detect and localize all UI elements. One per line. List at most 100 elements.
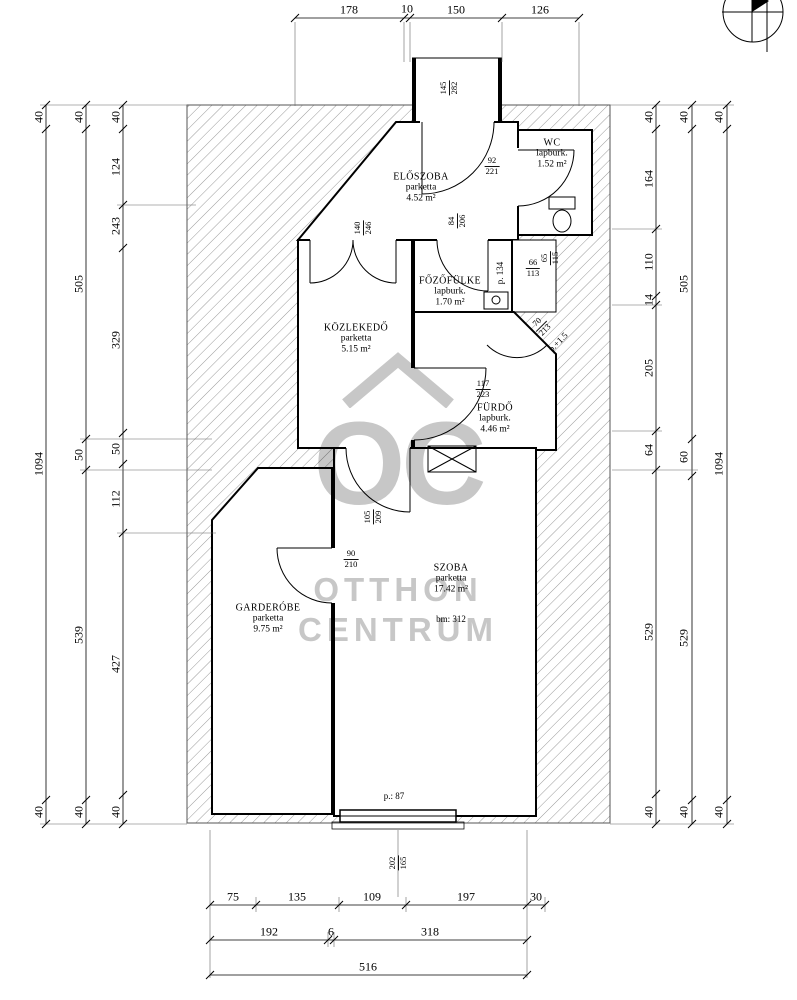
dim-label: 40: [71, 806, 86, 818]
dim-label: 505: [71, 275, 86, 293]
dim-label: 243: [108, 217, 123, 235]
room-floor: parketta: [435, 573, 467, 584]
dim-label: 135: [288, 889, 306, 904]
dim-label: 150: [447, 2, 465, 17]
watermark-logo: OC: [313, 398, 486, 530]
bath-unit: [427, 445, 477, 473]
room-name: SZOBA: [433, 562, 469, 574]
toilet: [548, 196, 576, 233]
dim-label: 124: [108, 158, 123, 176]
dim-label: 75: [227, 889, 239, 904]
dim-label: 40: [108, 111, 123, 123]
room-area: 4.52 m²: [406, 193, 436, 204]
dim-label: 427: [108, 655, 123, 673]
room-label-eloszoba: ELŐSZOBA parketta 4.52 m²: [393, 172, 448, 205]
room-garderobe-shape: [211, 467, 333, 815]
extension-lines: [40, 22, 734, 978]
dim-label: 40: [676, 111, 691, 123]
room-floor: lapburk.: [536, 148, 568, 159]
dim-label: 50: [108, 443, 123, 455]
watermark-line2: CENTRUM: [298, 611, 498, 648]
dim-label: 516: [359, 959, 377, 974]
room-name: FŐZŐFÜLKE: [419, 275, 481, 287]
room-floor: parketta: [252, 613, 284, 624]
dim-label: 40: [641, 111, 656, 123]
watermark: OC OTTHON CENTRUM: [298, 352, 498, 650]
watermark-line1: OTTHON: [313, 571, 483, 608]
kitchen-sink: [483, 291, 509, 310]
dim-label: 205: [641, 359, 656, 377]
dimension-lines: [45, 17, 728, 976]
dim-label: 10: [401, 1, 413, 16]
dim-label: 529: [676, 629, 691, 647]
dim-label: 164: [641, 170, 656, 188]
room-label-fozofulke: FŐZŐFÜLKE lapburk. 1.70 m²: [419, 276, 481, 309]
dim-label: 14: [641, 294, 656, 306]
dim-label: 192: [260, 924, 278, 939]
room-area: 5.15 m²: [341, 344, 371, 355]
room-kozlekedo-shape: [297, 239, 413, 449]
dim-label: 40: [711, 111, 726, 123]
entrance-vestibule: [412, 57, 502, 126]
dim-label: 40: [31, 806, 46, 818]
dim-label: 6: [328, 924, 334, 939]
room-floor: lapburk.: [434, 286, 466, 297]
room-fozofulke-shape: [413, 239, 513, 313]
dim-label: 529: [641, 623, 656, 641]
dim-parapet-134: p. 134: [495, 261, 505, 285]
dim-label: 64: [641, 444, 656, 456]
dim-label: 1094: [31, 452, 46, 476]
room-name: WC: [543, 137, 561, 149]
dim-label: 318: [421, 924, 439, 939]
dim-label: 178: [340, 2, 358, 17]
dim-label: 40: [676, 806, 691, 818]
dim-window-parapet: p.: 87: [383, 791, 405, 801]
dim-label: 40: [108, 806, 123, 818]
dim-label: 112: [108, 490, 123, 508]
room-floor: parketta: [340, 333, 372, 344]
dim-label: 1094: [711, 452, 726, 476]
room-height-szoba: bm: 312: [436, 614, 466, 624]
room-label-furdo: FÜRDŐ lapburk. 4.46 m²: [477, 403, 513, 436]
room-area: 17.42 m²: [433, 584, 468, 595]
door-swings: [276, 121, 575, 604]
fixtures: [427, 196, 576, 473]
room-name: GARDERÓBE: [235, 602, 301, 614]
dim-label: 329: [108, 331, 123, 349]
dim-label: 109: [363, 889, 381, 904]
room-area: 4.46 m²: [480, 424, 510, 435]
room-floor: lapburk.: [479, 413, 511, 424]
dim-label: 50: [71, 449, 86, 461]
room-szoba-shape: [333, 447, 537, 817]
dim-label: 40: [641, 806, 656, 818]
room-name: FÜRDŐ: [477, 402, 513, 414]
room-name: KÖZLEKEDŐ: [323, 322, 389, 334]
room-area: 1.70 m²: [435, 297, 465, 308]
dim-label: 40: [71, 111, 86, 123]
dim-label: 40: [711, 806, 726, 818]
room-label-kozlekedo: KÖZLEKEDŐ parketta 5.15 m²: [324, 323, 388, 356]
dim-label: 40: [31, 111, 46, 123]
room-floor: parketta: [405, 182, 437, 193]
room-label-szoba: SZOBA parketta 17.42 m²: [434, 563, 469, 596]
dim-label: 539: [71, 626, 86, 644]
room-wc-shape: [517, 129, 593, 236]
dim-label: 30: [530, 889, 542, 904]
dim-label: 60: [676, 451, 691, 463]
north-arrow-icon: [722, 0, 784, 52]
dim-label: 197: [457, 889, 475, 904]
watermark-roof-icon: [342, 352, 454, 408]
room-area: 9.75 m²: [253, 624, 283, 635]
room-label-wc: WC lapburk. 1.52 m²: [536, 138, 567, 171]
